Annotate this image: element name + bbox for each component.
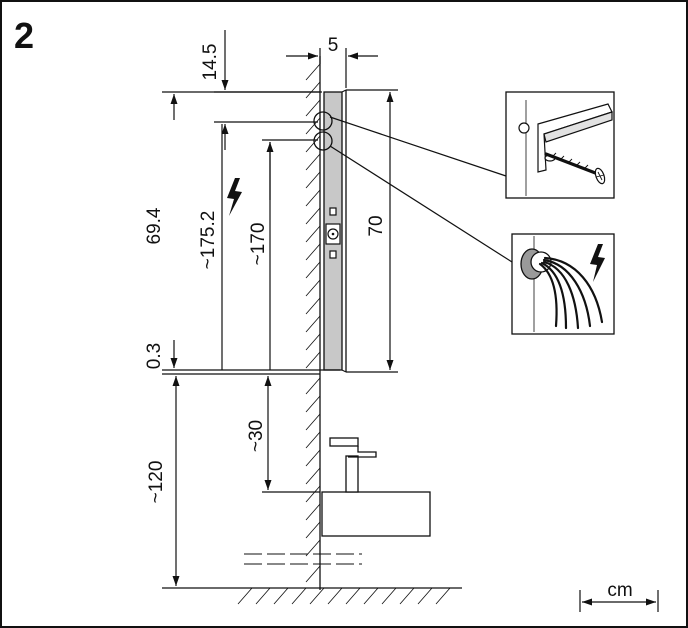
dim-panel-height [346, 89, 398, 373]
wall-bracket-screw-icon [518, 100, 613, 196]
label-height-170: ~170 [248, 223, 269, 266]
detail-cable-view [511, 233, 615, 335]
dim-upper-height [162, 91, 320, 368]
label-upper-height: 69.4 [144, 207, 165, 244]
label-sink-height: ~120 [146, 461, 167, 504]
label-height-175: ~175.2 [198, 211, 219, 270]
bracket-marker-circle [313, 111, 333, 131]
leader-lines [329, 116, 513, 263]
step-number: 2 [14, 15, 34, 56]
detail-bracket-view [505, 91, 615, 199]
floor [232, 587, 462, 605]
power-cable-icon [520, 236, 605, 332]
label-gap: 0.3 [144, 343, 165, 369]
cable-marker-circle [313, 131, 333, 151]
wall [305, 56, 321, 590]
indicator-top [329, 207, 337, 216]
dim-gap [162, 369, 340, 375]
label-top-offset: 14.5 [200, 44, 221, 81]
power-socket-icon [325, 223, 341, 245]
faucet [329, 437, 377, 493]
dim-height-170 [262, 139, 318, 370]
label-panel-height: 70 [366, 215, 387, 236]
dim-panel-depth [286, 48, 378, 88]
unit-indicator [579, 590, 659, 612]
unit-label: cm [607, 580, 632, 601]
dim-sink-height [162, 376, 232, 589]
sink-basin [321, 491, 431, 537]
electric-hazard-icon [227, 178, 242, 216]
dim-top-offset [214, 30, 322, 150]
label-above-sink: ~30 [246, 420, 267, 452]
label-panel-depth: 5 [328, 35, 339, 56]
electric-hazard-icon [590, 244, 605, 282]
pipe-lines [244, 553, 362, 565]
dim-above-sink [262, 376, 320, 493]
panel-device [313, 89, 347, 373]
indicator-bottom [329, 250, 337, 259]
